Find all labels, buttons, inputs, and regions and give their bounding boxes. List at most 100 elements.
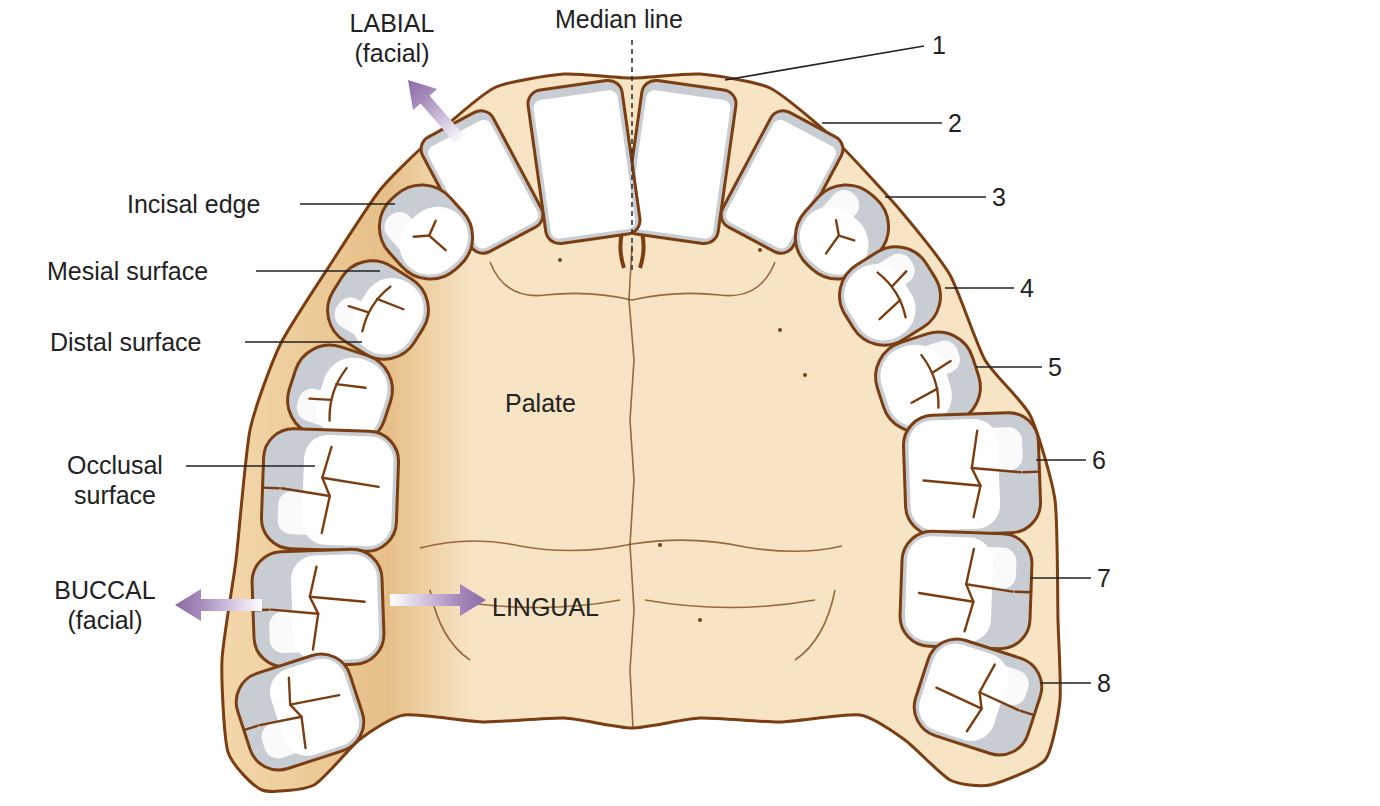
tooth [526,79,642,246]
tooth [260,428,399,553]
callout-number: 5 [1048,352,1062,382]
tooth-crown [902,412,1041,537]
callout-number: 8 [1097,668,1111,698]
tooth [228,646,371,778]
tooth-fissure [260,712,302,730]
arrow-shape [396,69,474,152]
leader-line [885,196,986,198]
palate-foramen [758,248,762,252]
tooth [906,631,1049,763]
tooth-crown [906,631,1049,763]
tooth-crown [260,428,399,553]
callout-number: 1 [932,30,946,60]
part-label: Incisal edge [127,189,260,219]
tooth-fissure [966,584,1013,591]
tooth-cusp [269,610,335,654]
direction-arrow [175,589,262,621]
direction-arrow [390,584,486,616]
palate-foramen [803,373,807,377]
tooth-fissure [1015,591,1031,594]
leader-line [1030,577,1091,579]
tooth-fissure [965,549,976,632]
palate-suture [420,540,842,551]
palate-foramen [558,258,562,262]
palate-foramen [698,618,702,622]
tooth-fissure [309,567,320,650]
tooth-fissure [320,447,331,534]
tooth-fissure [282,678,311,749]
arrow-shape [175,589,262,621]
tooth-fissure [429,234,445,252]
tooth-fissure [878,270,910,317]
tooth-fissure [336,379,365,393]
tooth-lingual-face [533,89,637,239]
leader-line [822,122,942,124]
tooth-fissure [931,361,953,373]
part-label: BUCCAL (facial) [45,575,165,635]
leader-line [725,46,924,80]
callout-number: 2 [948,108,962,138]
callout-number: 7 [1097,563,1111,593]
part-label: Median line [555,4,683,34]
part-label: LINGUAL [492,592,599,622]
tooth-fissure [414,219,440,244]
palate-suture [430,590,835,660]
tooth-cusp [258,710,325,762]
tooth-fissure [824,236,840,254]
teeth [228,79,1049,778]
tooth-crown [899,530,1033,649]
tooth-crown [251,548,385,667]
tooth-fissure [349,302,369,317]
arrow-shape [390,584,486,616]
palate-shape [222,74,1060,791]
tooth-fissure [889,271,909,286]
tooth-fissure [972,466,1021,474]
tooth-fissure [919,593,974,602]
median-line [631,40,633,272]
tooth-fissure [244,726,257,730]
part-label: Occlusal surface [50,450,180,510]
tooth-fissure [322,478,379,487]
part-label: Mesial surface [47,256,208,286]
tooth [899,530,1033,649]
tooth-crown [526,79,642,246]
tooth-fissure [309,393,331,405]
tooth-fissure [290,689,339,710]
tooth-fissure [1023,470,1039,473]
tooth-cusp [277,491,346,537]
tooth-fissure [924,479,981,488]
tooth-fissure [921,354,943,408]
leader-line [1040,682,1091,684]
tooth-fissure [970,431,981,518]
tooth-fissure [910,389,939,403]
tooth-fissure [978,692,1020,710]
leader-line [256,270,380,272]
direction-arrow [396,69,474,152]
part-label: Distal surface [50,327,201,357]
tooth-fissure [1021,711,1034,715]
tooth-fissure [877,300,903,319]
callout-number: 6 [1092,445,1106,475]
palate-suture [629,245,634,728]
tooth-fissure [358,284,390,331]
tooth-fissure [377,294,403,313]
tooth-fissure [271,608,318,615]
leader-line [945,287,1014,289]
tooth-fissure [310,595,365,604]
leader-line [300,203,395,205]
tooth-crown [228,646,371,778]
tooth-cusp [954,427,1023,473]
tooth-cusp [379,206,433,261]
palate-foramen [658,543,662,547]
callout-number: 3 [992,182,1006,212]
leader-line [1036,459,1086,461]
leader-lines [175,40,1091,683]
part-label: Palate [505,388,576,418]
tooth-lingual-face [628,89,732,239]
part-label: LABIAL (facial) [332,8,452,68]
tooth-fissure [325,367,347,421]
palate-bone [222,74,1060,791]
leader-line [245,341,362,343]
